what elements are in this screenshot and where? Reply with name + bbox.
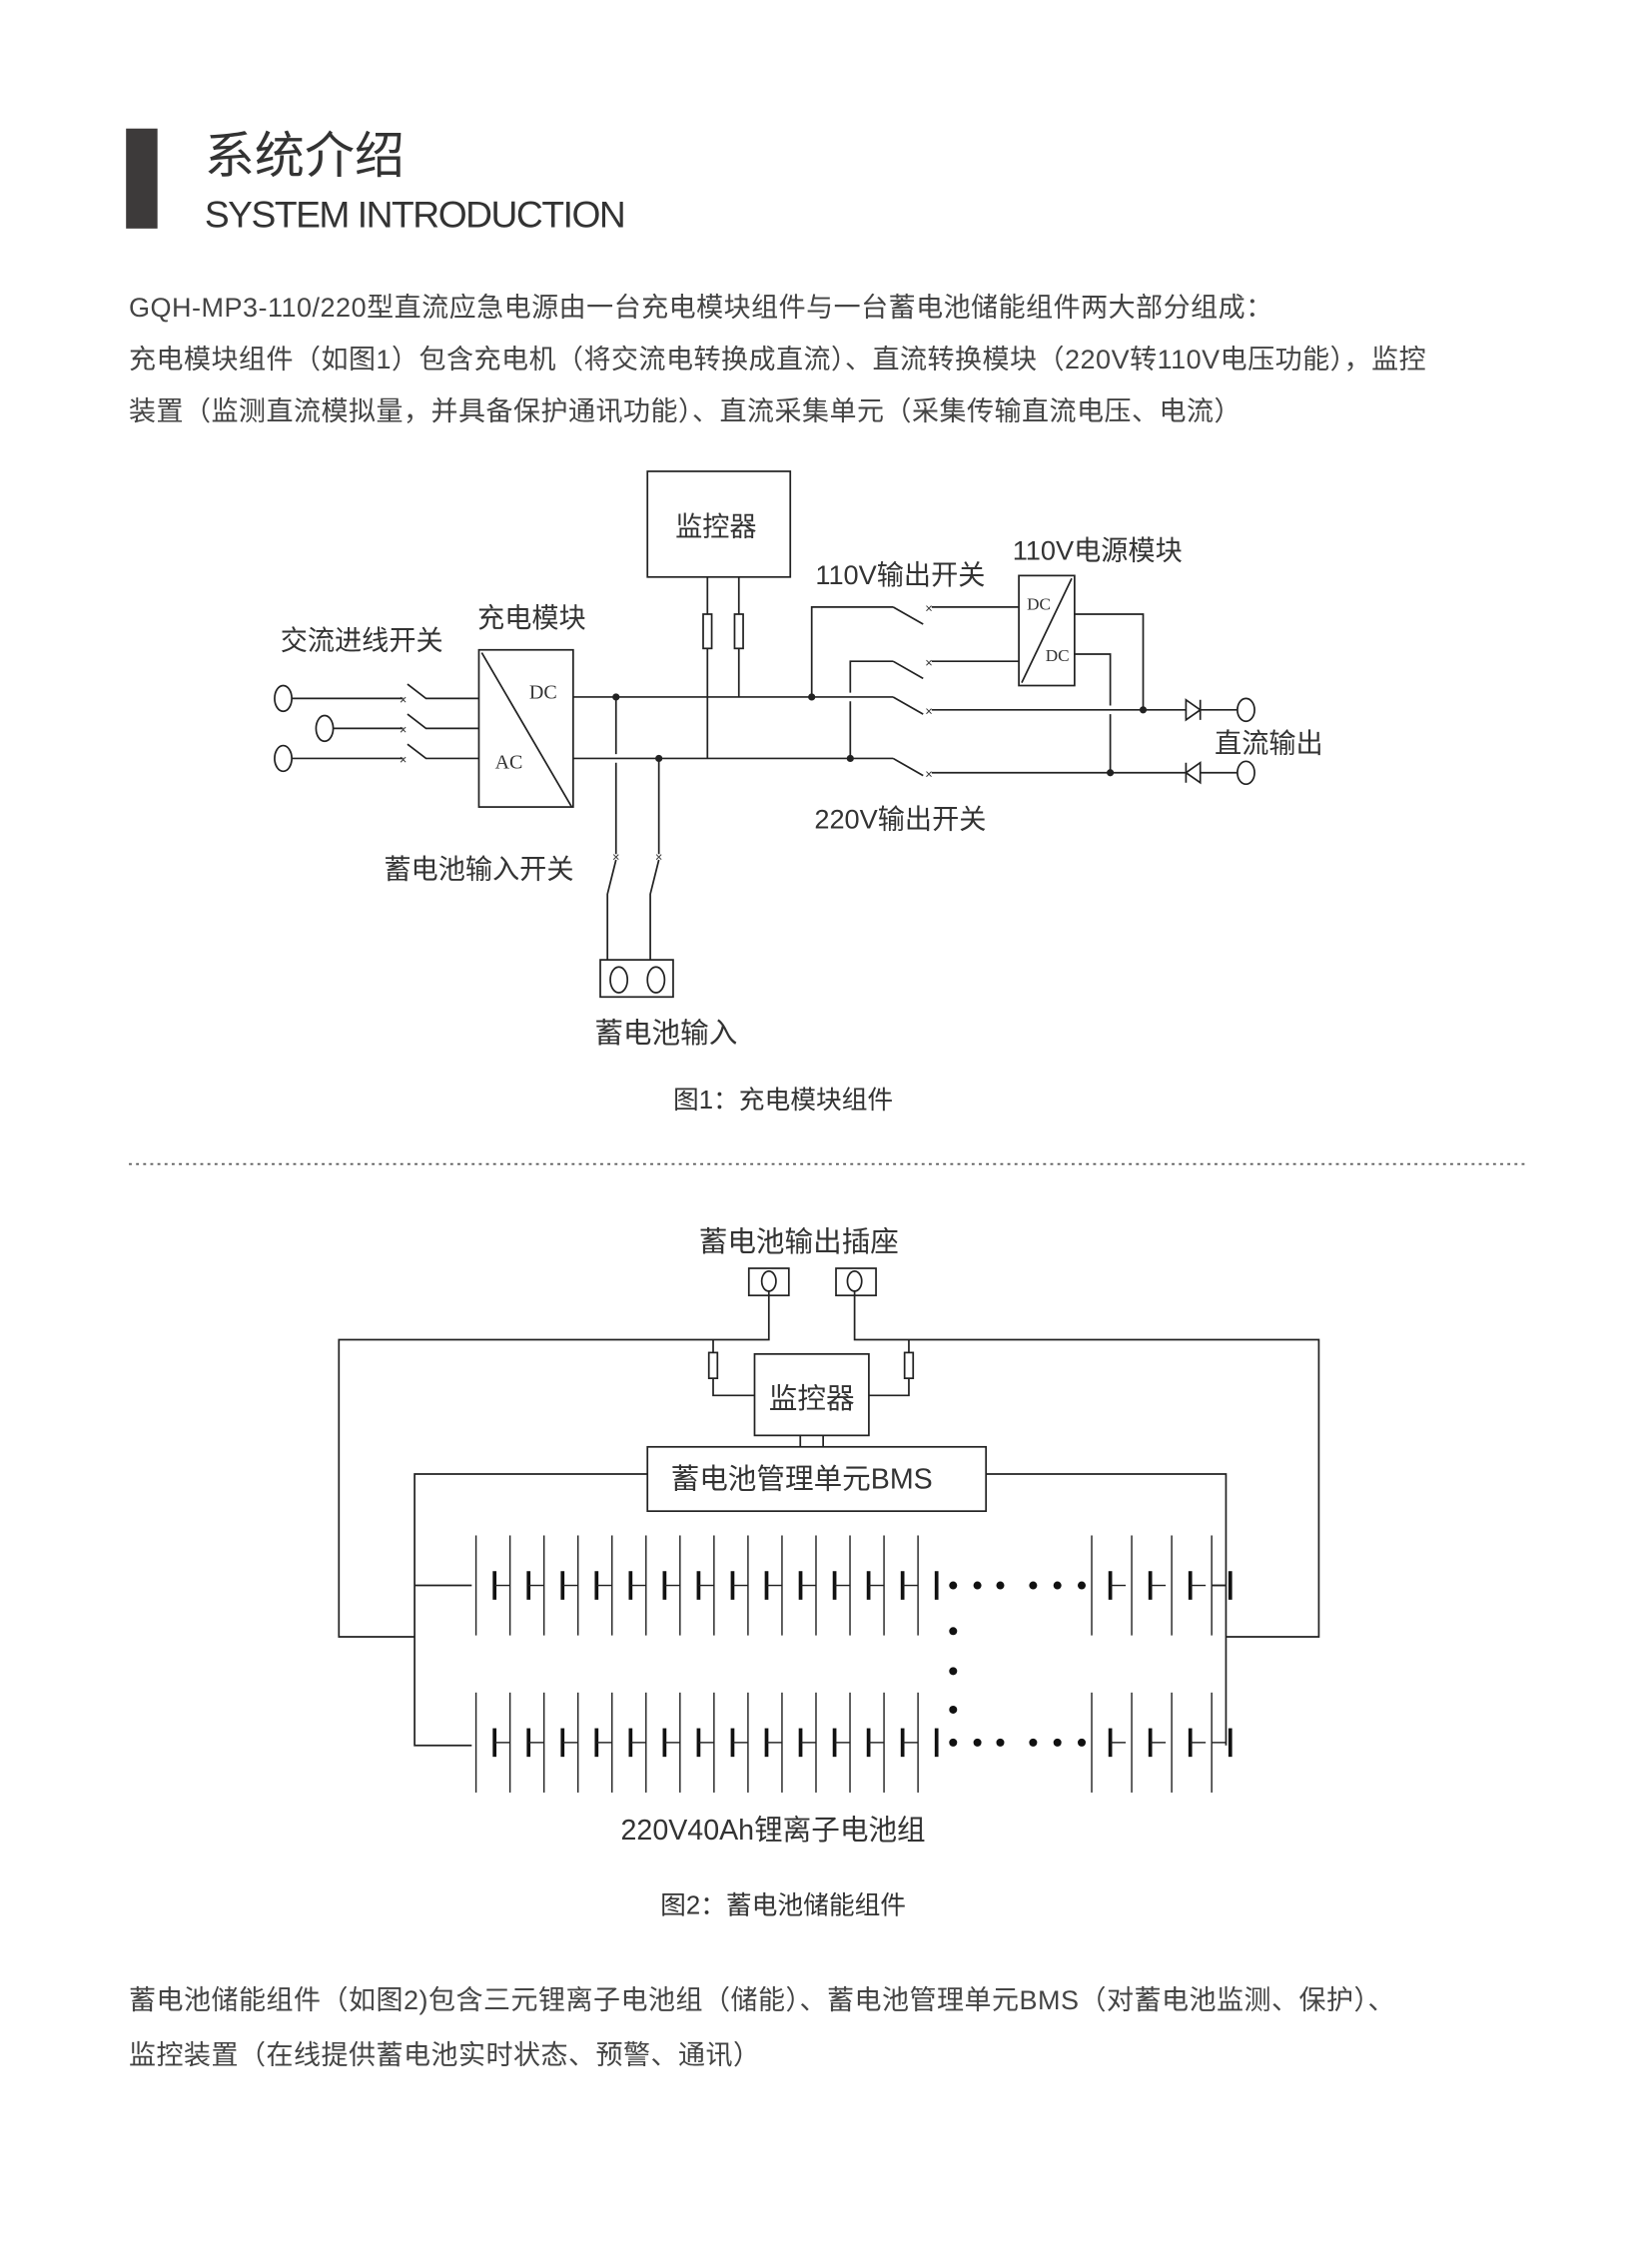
title-accent-bar (126, 128, 158, 229)
fuse-icon (707, 1351, 719, 1380)
diode-icon (1185, 698, 1238, 722)
charger-label: 充电模块 (477, 602, 586, 633)
outro-line-2: 监控装置（在线提供蓄电池实时状态、预警、通讯） (129, 2040, 761, 2070)
bms-box (646, 1445, 988, 1513)
figure-2-caption: 图2：蓄电池储能组件 (660, 1890, 906, 1919)
ellipsis-dot (1053, 1581, 1062, 1590)
dc-output-label: 直流输出 (1215, 728, 1323, 759)
svg-text:×: × (655, 849, 663, 864)
out110-switch-label: 110V输出开关 (815, 559, 985, 590)
figure-1-caption: 图1：充电模块组件 (673, 1086, 893, 1115)
ellipsis-dot (949, 1581, 958, 1590)
ellipsis-dot (973, 1581, 982, 1590)
module110-label: 110V电源模块 (1013, 535, 1183, 566)
diode-icon (1184, 761, 1238, 785)
ac-terminal-icon (315, 714, 335, 743)
battery-pack-label: 220V40Ah锂离子电池组 (621, 1815, 926, 1847)
svg-text:×: × (925, 655, 933, 670)
svg-text:×: × (612, 849, 620, 864)
intro-line-1: GQH-MP3-110/220型直流应急电源由一台充电模块组件与一台蓄电池储能组… (129, 293, 1273, 323)
ellipsis-dot (1078, 1738, 1087, 1747)
svg-text:×: × (925, 766, 933, 781)
monitor-label-2: 监控器 (769, 1383, 855, 1415)
charger-dc-label: DC (529, 681, 557, 703)
figure-1-charging-module-diagram: 监控器 DC AC 充电模块 交流进线开关 × × × × × × × DC D… (274, 470, 1323, 1115)
module-dc-out-label: DC (1046, 646, 1070, 665)
module-dc-in-label: DC (1027, 595, 1051, 614)
fuse-icon (903, 1351, 915, 1380)
dc-terminal-icon (1237, 760, 1255, 786)
ellipsis-dot (949, 1627, 958, 1636)
intro-line-3: 装置（监测直流模拟量，并具备保护通讯功能）、直流采集单元（采集传输直流电压、电流… (129, 396, 1241, 426)
ellipsis-dot (949, 1667, 958, 1676)
ellipsis-dot (1029, 1581, 1038, 1590)
ellipsis-dot (949, 1705, 958, 1714)
fuse-icon (733, 613, 744, 650)
ellipsis-dot (973, 1738, 982, 1747)
ellipsis-dot (1053, 1738, 1062, 1747)
out220-switch-label: 220V输出开关 (814, 804, 986, 835)
page-title: 系统介绍 (205, 128, 405, 184)
ac-switch-label: 交流进线开关 (281, 625, 443, 656)
monitor-label: 监控器 (675, 510, 756, 541)
page-subtitle: SYSTEM INTRODUCTION (205, 193, 626, 235)
svg-text:×: × (925, 601, 933, 616)
battery-input-label: 蓄电池输入 (594, 1018, 737, 1050)
svg-text:×: × (400, 692, 408, 707)
bms-label: 蓄电池管理单元BMS (671, 1463, 933, 1495)
ellipsis-dot (996, 1738, 1005, 1747)
ac-terminal-icon (274, 744, 293, 773)
monitor-box (753, 1352, 870, 1437)
intro-line-2: 充电模块组件（如图1）包含充电机（将交流电转换成直流）、直流转换模块（220V转… (129, 345, 1427, 374)
svg-text:×: × (400, 752, 408, 767)
ellipsis-dot (949, 1738, 958, 1747)
svg-text:×: × (925, 704, 933, 719)
ellipsis-dot (1029, 1738, 1038, 1747)
figure-2-battery-storage-diagram: 蓄电池输出插座 监控器 蓄电池管理单元BMS 220V40Ah锂离子电池组 图2… (338, 1226, 1320, 1919)
socket-label: 蓄电池输出插座 (699, 1226, 899, 1258)
ac-terminal-icon (274, 684, 293, 713)
ellipsis-dot (1078, 1581, 1087, 1590)
fuse-icon (702, 613, 713, 650)
dc-terminal-icon (1237, 697, 1255, 723)
outro-line-1: 蓄电池储能组件（如图2)包含三元锂离子电池组（储能）、蓄电池管理单元BMS（对蓄… (129, 1985, 1396, 2015)
monitor-box (646, 470, 792, 578)
battery-switch-label: 蓄电池输入开关 (384, 854, 573, 885)
charger-ac-label: AC (495, 751, 523, 773)
svg-text:×: × (400, 722, 408, 737)
ellipsis-dot (996, 1581, 1005, 1590)
